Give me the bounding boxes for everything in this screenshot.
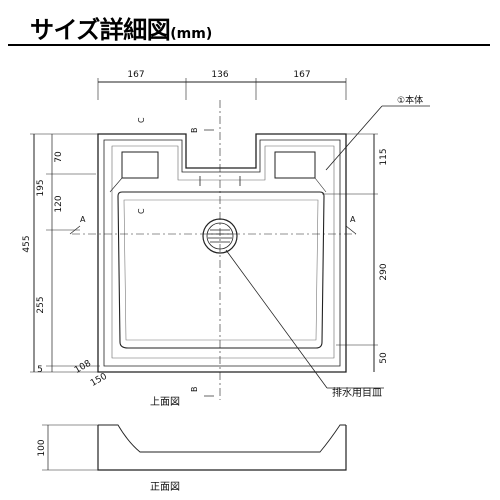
title-unit: (mm) <box>170 26 213 42</box>
section-c-bottom: C <box>137 208 146 214</box>
right-soap-shelf <box>274 151 316 179</box>
section-b-top: B <box>190 128 199 134</box>
dim-right-50: 50 <box>379 352 389 364</box>
drain-outer-ring <box>202 218 238 254</box>
title-underline <box>8 44 490 46</box>
body-leader-line <box>325 105 383 171</box>
label-body-part: ①本体 <box>397 94 423 106</box>
dim-top-left: 167 <box>127 70 144 80</box>
dim-left-total: 455 <box>22 235 32 252</box>
dim-left-upper: 195 <box>36 179 46 196</box>
page-title: サイズ詳細図(mm) <box>30 10 212 45</box>
dim-top-right: 167 <box>293 70 310 80</box>
section-a-right: A <box>350 215 356 224</box>
label-drain-plate: 排水用目皿 <box>332 386 382 399</box>
dim-right-290: 290 <box>379 263 389 280</box>
basin-outline <box>117 191 325 349</box>
dim-r150: 150 <box>89 372 109 389</box>
drain-leader-line <box>225 249 328 389</box>
title-main: サイズ詳細図 <box>30 16 171 44</box>
sink-outer-outline <box>97 133 347 373</box>
dim-r108: 108 <box>73 359 93 376</box>
section-c-top: C <box>137 117 146 123</box>
dim-left-70: 70 <box>54 151 64 163</box>
dim-front-height: 100 <box>37 439 47 456</box>
dim-left-120: 120 <box>54 195 64 212</box>
label-front-view: 正面図 <box>150 481 180 493</box>
left-soap-shelf <box>121 151 159 179</box>
dim-top-mid: 136 <box>211 70 228 80</box>
front-view-outline <box>97 425 347 471</box>
dim-right-115: 115 <box>379 148 389 165</box>
dim-left-5: 5 <box>37 365 43 375</box>
label-top-view: 上面図 <box>150 396 180 408</box>
section-b-bottom: B <box>190 387 199 393</box>
section-a-left: A <box>80 215 86 224</box>
dim-left-255: 255 <box>36 296 46 313</box>
